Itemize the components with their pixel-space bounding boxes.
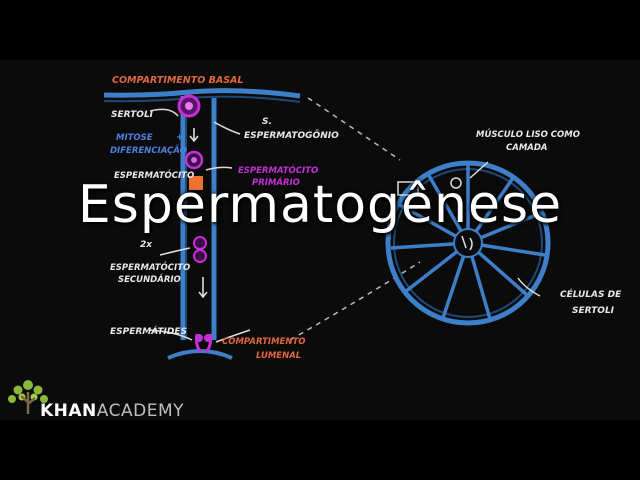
label-sertoli: SERTOLI [111, 110, 154, 120]
basal-membrane [103, 88, 301, 99]
spermatogonium-nucleus [185, 102, 193, 110]
zoom-line-bottom [289, 261, 421, 341]
label-s: S. [262, 117, 272, 127]
highlight-block [189, 176, 203, 190]
letterbox-bottom [0, 420, 640, 480]
zoom-line-top [307, 97, 401, 161]
pointer-arrow-icon [213, 121, 241, 135]
label-compartimento-basal: COMPARTIMENTO BASAL [112, 75, 243, 86]
secondary-spermatocyte-cell-2 [193, 249, 207, 263]
label-espermatocito-left: ESPERMATÓCITO [114, 169, 194, 181]
letterbox-top [0, 0, 640, 60]
label-musculo-liso-1: MÚSCULO LISO COMO [476, 128, 580, 140]
pointer-arrow-icon [159, 247, 191, 256]
label-espermatogonio: ESPERMATOGÔNIO [244, 130, 339, 141]
label-plus: + [176, 133, 183, 143]
spermatid-head-1 [195, 334, 203, 342]
pointer-arrow-icon [215, 329, 251, 343]
primary-spermatocyte-nucleus [191, 157, 197, 163]
arrow-down-icon [198, 277, 208, 299]
label-espermatocito-secundario-1: ESPERMATÓCITO [110, 261, 190, 273]
pointer-arrow-icon [205, 166, 233, 171]
secondary-spermatocyte-cell-1 [193, 236, 207, 250]
logo-academy: ACADEMY [96, 401, 185, 421]
arrow-down-icon [189, 128, 199, 143]
seminiferous-tubule [385, 160, 551, 326]
pointer-arrow-icon [517, 277, 541, 297]
khan-academy-tree-icon [8, 380, 48, 414]
logo-khan: KHAN [40, 401, 97, 421]
pointer-arrow-icon [469, 161, 489, 179]
video-title: Espermatogênese [77, 175, 563, 235]
pointer-arrow-icon [149, 108, 179, 117]
label-musculo-liso-2: CAMADA [506, 143, 548, 153]
label-celulas-de-sertoli-2: SERTOLI [572, 306, 615, 316]
khan-academy-logo: KHANACADEMY [40, 401, 184, 421]
label-2x: 2x [140, 240, 153, 250]
label-espermatocito-primario-2: PRIMÁRIO [252, 176, 300, 188]
pointer-arrow-icon [149, 329, 193, 341]
label-celulas-de-sertoli-1: CÉLULAS DE [560, 288, 622, 300]
label-mitose: MITOSE [116, 133, 153, 143]
label-espermatocito-primario-1: ESPERMATÓCITO [238, 164, 318, 176]
label-compartimento-lumenal-2: LUMENAL [256, 351, 301, 361]
label-diferenciacao: DIFERENCIAÇÃO [110, 145, 187, 156]
spermatid-head-2 [204, 334, 212, 342]
blackboard [0, 60, 640, 420]
label-espermatocito-secundario-2: SECUNDÁRIO [118, 273, 181, 285]
label-compartimento-lumenal-1: COMPARTIMENTO [222, 337, 305, 347]
label-espermatides: ESPERMÁTIDES [110, 325, 187, 337]
